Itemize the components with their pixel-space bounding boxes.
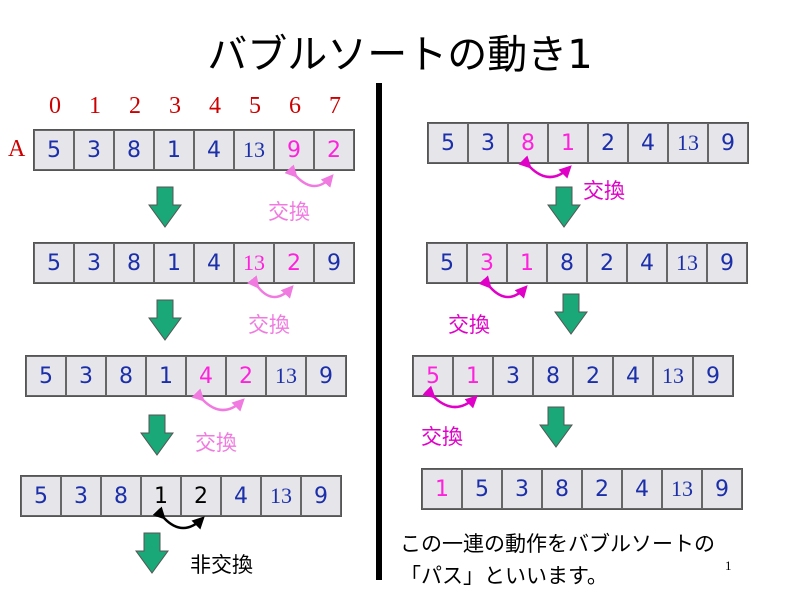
array-cell: 13 [667,243,707,283]
swap-curve-2 [246,275,294,299]
array-cell: 1 [422,469,462,509]
swap-label-6: 交換 [421,425,463,449]
array-cell: 3 [74,130,114,170]
array-cell: 2 [226,356,266,396]
array-cell: 3 [502,469,542,509]
swap-label-1: 交換 [268,200,310,224]
array-cell: 13 [261,476,301,516]
swap-label-3: 交換 [195,431,237,455]
down-arrow-5 [547,186,581,228]
array-cell: 13 [266,356,306,396]
array-cell: 13 [234,130,274,170]
page-title: バブルソートの動き1 [207,32,593,78]
array-cell: 2 [587,243,627,283]
index-label-2: 2 [129,93,141,119]
array-cell: 5 [428,123,468,163]
array-cell: 8 [533,356,573,396]
array-cell: 8 [114,130,154,170]
array-cell: 8 [542,469,582,509]
array-cell: 3 [493,356,533,396]
swap-curve-3 [191,388,245,412]
array-cell: 13 [653,356,693,396]
explanation-note: この一連の動作をバブルソートの 「パス」といいます。 [400,528,715,592]
array-cell: 4 [622,469,662,509]
no-swap-curve [152,506,205,530]
array-cell: 8 [101,476,141,516]
array-cell: 9 [306,356,346,396]
index-label-0: 0 [49,93,61,119]
array-cell: 2 [274,243,314,283]
swap-curve-1 [284,164,334,188]
array-cell: 4 [194,243,234,283]
array-cell: 4 [221,476,261,516]
array-cell: 8 [106,356,146,396]
array-cell: 5 [462,469,502,509]
array-cell: 3 [468,123,508,163]
array-cell: 5 [34,130,74,170]
array-cell: 3 [61,476,101,516]
index-label-3: 3 [169,93,181,119]
array-cell: 9 [693,356,733,396]
index-label-5: 5 [249,93,261,119]
note-line-1: この一連の動作をバブルソートの [400,532,715,556]
array-cell: 2 [573,356,613,396]
array-cell: 4 [613,356,653,396]
down-arrow-1 [148,186,182,228]
page-number: 1 [725,558,732,573]
swap-curve-4 [518,155,572,179]
array-cell: 13 [668,123,708,163]
down-arrow-7 [539,406,573,448]
array-cell: 13 [662,469,702,509]
array-label: A [8,136,26,162]
swap-label-4: 交換 [583,179,625,203]
down-arrow-2 [148,299,182,341]
index-label-7: 7 [329,93,341,119]
swap-curve-5 [478,275,528,299]
array-cell: 8 [547,243,587,283]
array-cell: 2 [314,130,354,170]
note-line-2: 「パス」といいます。 [400,564,608,588]
index-label-6: 6 [289,93,301,119]
array-cell: 4 [628,123,668,163]
array-cell: 5 [427,243,467,283]
array-cell: 1 [154,243,194,283]
array-cell: 9 [708,123,748,163]
array-cell: 9 [702,469,742,509]
array-cell: 9 [314,243,354,283]
swap-label-5: 交換 [448,313,490,337]
down-arrow-3 [140,414,174,456]
array-cell: 4 [194,130,234,170]
array-cell: 8 [114,243,154,283]
center-divider [376,83,382,580]
down-arrow-4 [135,532,169,574]
array-cell: 1 [154,130,194,170]
index-label-4: 4 [209,93,221,119]
array-cell: 5 [26,356,66,396]
swap-curve-6 [422,385,478,409]
array-cell: 5 [34,243,74,283]
array-cell: 2 [582,469,622,509]
no-swap-label: 非交換 [190,553,253,577]
array-cell: 5 [21,476,61,516]
array-cell: 1 [146,356,186,396]
array-cell: 3 [74,243,114,283]
array-cell: 3 [66,356,106,396]
array-cell: 2 [588,123,628,163]
down-arrow-6 [554,293,588,335]
array-cell: 4 [627,243,667,283]
index-label-1: 1 [89,93,101,119]
swap-label-2: 交換 [248,313,290,337]
array-cell: 9 [707,243,747,283]
array-cell: 9 [301,476,341,516]
